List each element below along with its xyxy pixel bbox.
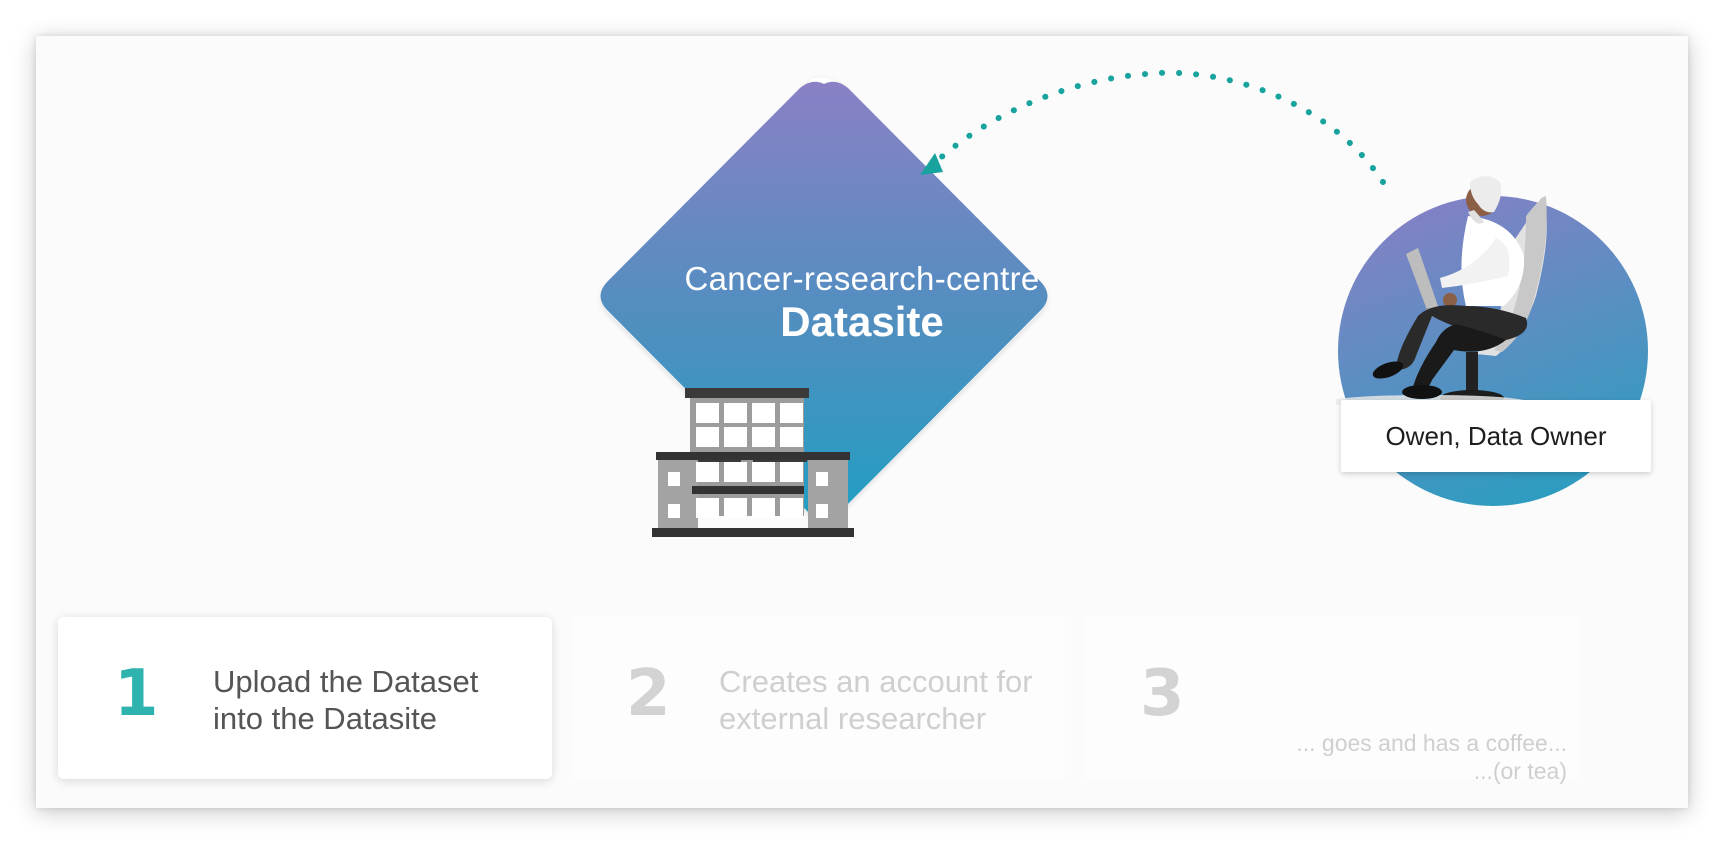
step-note-line: ...(or tea) — [1473, 758, 1567, 784]
step-note: ... goes and has a coffee... ...(or tea) — [1296, 729, 1567, 785]
datasite-title: Datasite — [780, 298, 944, 345]
step-description: Upload the Dataset into the Datasite — [213, 663, 478, 737]
step-description-line: Upload the Dataset — [213, 664, 479, 699]
dotted-arc-arrow-icon — [920, 69, 1386, 185]
step-number: 2 — [626, 657, 671, 731]
step-description: Creates an account for external research… — [719, 663, 1033, 737]
step-description-line: into the Datasite — [213, 701, 438, 736]
step-card-2[interactable]: 2 Creates an account for external resear… — [571, 617, 1065, 779]
step-description-line: Creates an account for — [719, 664, 1033, 699]
slide-canvas: Cancer-research-centre Datasite — [36, 36, 1688, 808]
step-description-line: external researcher — [719, 701, 987, 736]
data-owner-label: Owen, Data Owner — [1341, 400, 1651, 472]
building-icon — [652, 388, 854, 537]
step-number: 1 — [114, 657, 159, 731]
person-with-laptop-icon — [1336, 176, 1547, 409]
step-number: 3 — [1140, 657, 1185, 731]
step-card-1[interactable]: 1 Upload the Dataset into the Datasite — [58, 617, 552, 779]
step-note-line: ... goes and has a coffee... — [1296, 730, 1567, 756]
step-card-3[interactable]: 3 ... goes and has a coffee... ...(or te… — [1083, 617, 1581, 784]
datasite-org-name: Cancer-research-centre — [684, 260, 1040, 297]
